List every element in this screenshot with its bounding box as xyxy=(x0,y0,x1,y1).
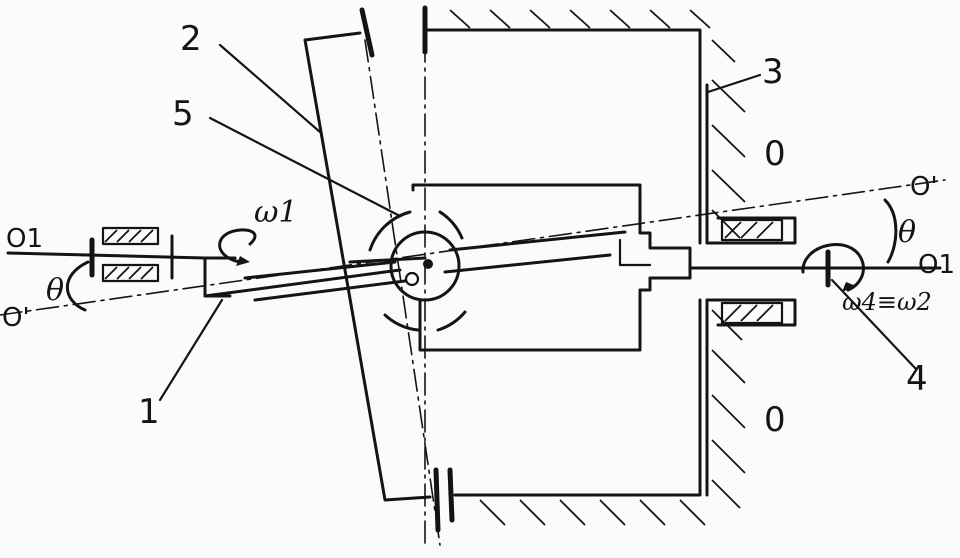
housing-hatch-right-upper xyxy=(711,39,746,239)
label-axis-oprime-left: O' xyxy=(2,303,30,333)
label-theta-right: θ xyxy=(898,215,917,250)
label-part-5: 5 xyxy=(172,94,194,134)
inner-rotor xyxy=(411,183,692,352)
label-omega-output: ω4≡ω2 xyxy=(842,288,932,316)
centre-lines xyxy=(0,39,946,546)
central-joint xyxy=(368,210,467,332)
label-part-2: 2 xyxy=(180,19,202,59)
label-axis-o1-right: O1 xyxy=(918,250,956,280)
leader-lines xyxy=(158,43,917,402)
input-shaft xyxy=(6,230,627,302)
label-part-3: 3 xyxy=(762,52,784,92)
label-axis-o1-left: O1 xyxy=(6,224,44,254)
label-theta-left: θ xyxy=(46,273,65,308)
fixed-housing xyxy=(423,9,746,526)
label-part-1: 1 xyxy=(138,392,160,432)
label-zone-upper: 0 xyxy=(764,134,786,174)
tilted-body xyxy=(303,5,455,533)
motion-annotations xyxy=(65,198,898,312)
label-omega-input: ω1 xyxy=(254,195,298,230)
label-axis-oprime-right: O' xyxy=(910,172,938,202)
output-shaft-bearing xyxy=(688,216,942,327)
label-part-4: 4 xyxy=(906,359,928,399)
label-zone-lower: 0 xyxy=(764,400,786,440)
housing-hatch-bottom xyxy=(479,499,706,526)
input-shaft-bearing xyxy=(89,226,174,283)
housing-hatch-right-lower xyxy=(711,309,746,509)
housing-hatch-top xyxy=(449,9,711,29)
